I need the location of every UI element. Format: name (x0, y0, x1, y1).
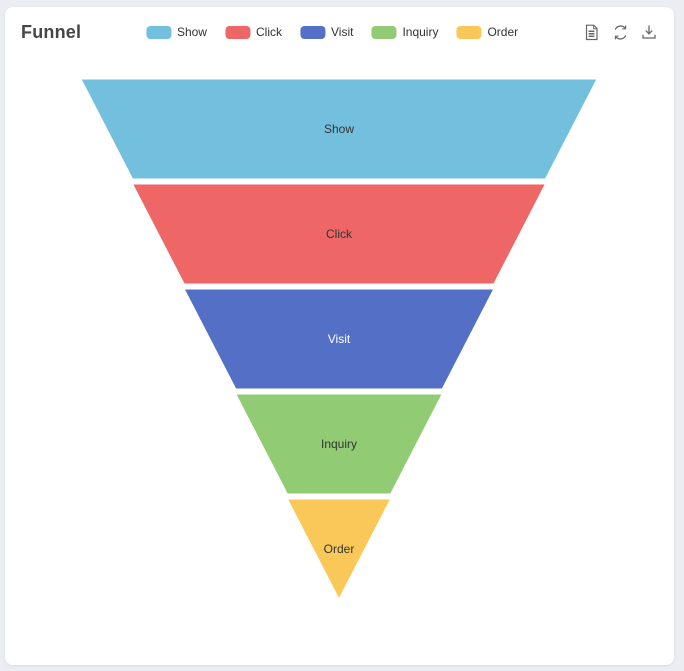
legend-swatch (145, 25, 171, 39)
legend-label: Inquiry (402, 25, 439, 39)
toolbox (582, 23, 658, 41)
legend-swatch (299, 25, 325, 39)
restore-icon[interactable] (611, 23, 629, 41)
legend-label: Show (176, 25, 207, 39)
legend-swatch (371, 25, 397, 39)
legend-label: Order (487, 25, 519, 39)
legend-swatch (224, 25, 250, 39)
legend-swatch (456, 25, 482, 39)
legend-item-inquiry[interactable]: Inquiry (371, 25, 438, 39)
legend-item-visit[interactable]: Visit (299, 25, 354, 39)
funnel-segment-label-order: Order (324, 542, 355, 556)
funnel-segment-order[interactable] (286, 498, 392, 601)
chart-header: Funnel Show Click Visit Inquiry Order (5, 7, 674, 57)
funnel-segment-inquiry[interactable] (234, 393, 444, 495)
legend-item-show[interactable]: Show (145, 25, 207, 39)
legend-item-click[interactable]: Click (224, 25, 282, 39)
funnel-segment-label-visit: Visit (328, 332, 351, 346)
save-image-icon[interactable] (640, 23, 658, 41)
funnel-segment-label-inquiry: Inquiry (321, 437, 357, 451)
funnel-segment-label-show: Show (324, 122, 354, 136)
legend: Show Click Visit Inquiry Order (145, 25, 518, 39)
legend-label: Click (255, 25, 282, 39)
funnel-segment-label-click: Click (326, 227, 353, 241)
legend-label: Visit (330, 25, 354, 39)
legend-item-order[interactable]: Order (456, 25, 518, 39)
funnel-segment-click[interactable] (131, 183, 547, 285)
funnel-segment-show[interactable] (80, 78, 598, 180)
data-view-icon[interactable] (582, 23, 600, 41)
page-title: Funnel (21, 21, 82, 42)
funnel-segment-visit[interactable] (183, 288, 495, 390)
